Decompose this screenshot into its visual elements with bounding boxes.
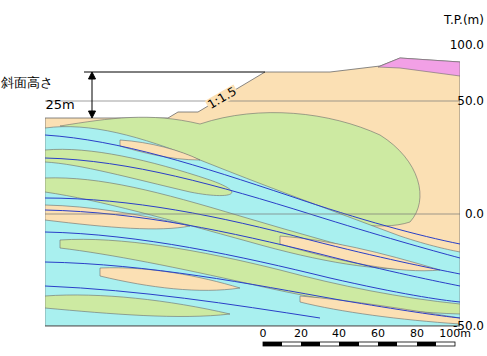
scale-value: 60 [371,328,385,339]
strata [45,58,460,326]
axis-value: 50.0 [457,95,484,107]
dimension-value: 25m [45,98,74,111]
dimension-label: 斜面高さ [1,76,53,89]
level-lines [45,101,460,214]
axis-value: 0.0 [465,208,484,220]
scale-value: 20 [294,328,308,339]
scale-value: 40 [332,328,346,339]
scale-value: 0 [260,328,267,339]
axis-unit: T.P.(m) [444,14,484,26]
scale-bar [263,342,455,346]
axis-value: 100.0 [450,39,484,51]
scale-value: 80 [410,328,424,339]
scale-value: 100m [439,328,471,339]
height-dimension [84,72,265,118]
